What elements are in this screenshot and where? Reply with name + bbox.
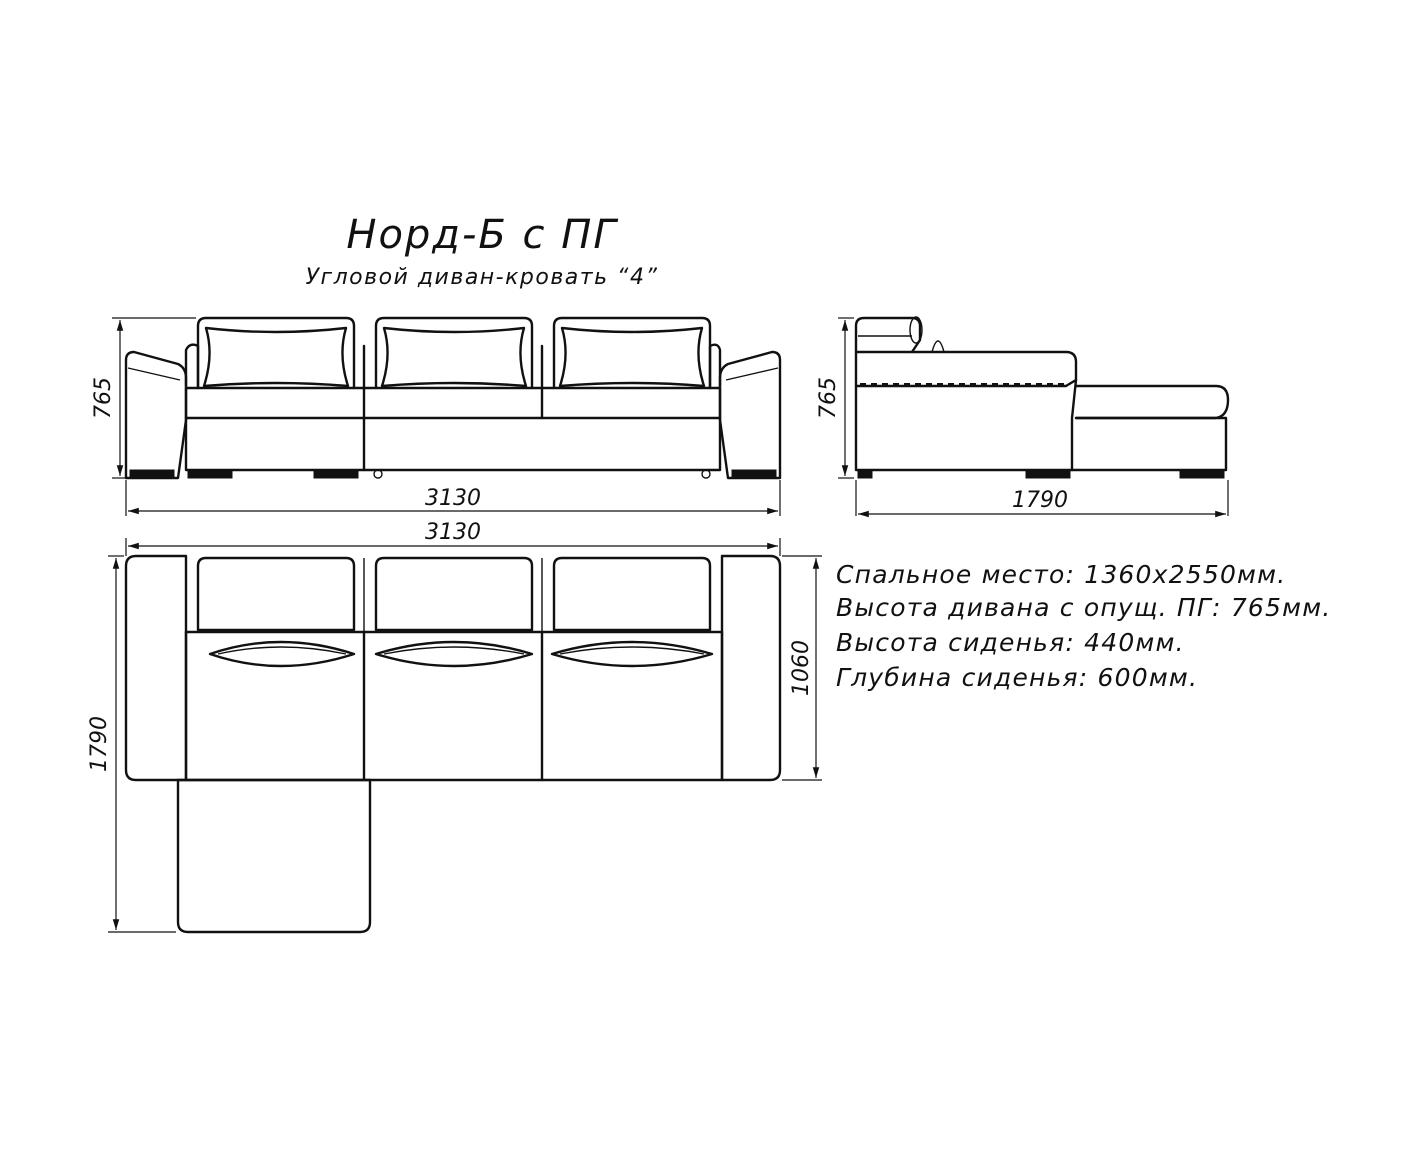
spec-sofa-height: Высота дивана с опущ. ПГ: 765мм. xyxy=(836,593,1331,622)
back-frame-right xyxy=(552,316,712,390)
plan-back-left xyxy=(196,556,356,632)
plan-left-armrest xyxy=(124,554,188,782)
leg xyxy=(1179,469,1225,479)
pillow-right xyxy=(558,326,706,388)
side-width-label: 1790 xyxy=(1012,488,1068,513)
back-frame-left xyxy=(196,316,356,390)
leg xyxy=(187,469,233,479)
spec-seat-height: Высота сиденья: 440мм. xyxy=(836,628,1185,657)
spec-seat-depth: Глубина сиденья: 600мм. xyxy=(836,663,1198,692)
front-height-label: 765 xyxy=(91,377,116,419)
drawing-title: Норд-Б с ПГ xyxy=(346,212,618,258)
left-armrest xyxy=(124,350,188,480)
back-frame-middle xyxy=(374,316,534,390)
side-body xyxy=(854,350,1078,388)
plan-seat-area xyxy=(184,630,724,782)
plan-depth-label: 1790 xyxy=(87,716,112,772)
side-view: 765 1790 xyxy=(816,316,1230,518)
leg xyxy=(731,469,777,479)
plan-right-armrest xyxy=(720,554,782,782)
leg xyxy=(313,469,359,479)
headrest xyxy=(854,316,922,354)
seat-base xyxy=(184,416,722,472)
plan-width-label: 3130 xyxy=(425,520,481,545)
spec-list: Спальное место: 1360х2550мм. Высота дива… xyxy=(836,560,1331,692)
pillow-middle xyxy=(380,326,528,388)
front-view: 765 3130 xyxy=(91,316,782,516)
spec-sleeping-area: Спальное место: 1360х2550мм. xyxy=(836,560,1286,589)
leg xyxy=(129,469,175,479)
side-height-label: 765 xyxy=(816,377,841,419)
chaise-side xyxy=(1074,384,1230,420)
plan-chaise xyxy=(176,778,372,934)
front-width-label: 3130 xyxy=(425,486,481,511)
seat-ornament-middle xyxy=(374,640,534,668)
plan-back-right xyxy=(552,556,712,632)
seat-ornament-right xyxy=(550,640,714,668)
seat-frame xyxy=(184,343,722,390)
pillow-side xyxy=(931,340,945,353)
plan-back-middle xyxy=(374,556,534,632)
right-armrest xyxy=(718,350,782,480)
plan-view: 3130 1790 1060 xyxy=(87,520,822,934)
seat-ornament-left xyxy=(208,640,356,668)
pillow-left xyxy=(202,326,350,388)
leg xyxy=(857,469,873,479)
plan-back-depth-label: 1060 xyxy=(789,640,814,696)
drawing-subtitle: Угловой диван-кровать “4” xyxy=(306,265,659,290)
seat-top xyxy=(184,386,722,420)
leg xyxy=(1025,469,1071,479)
